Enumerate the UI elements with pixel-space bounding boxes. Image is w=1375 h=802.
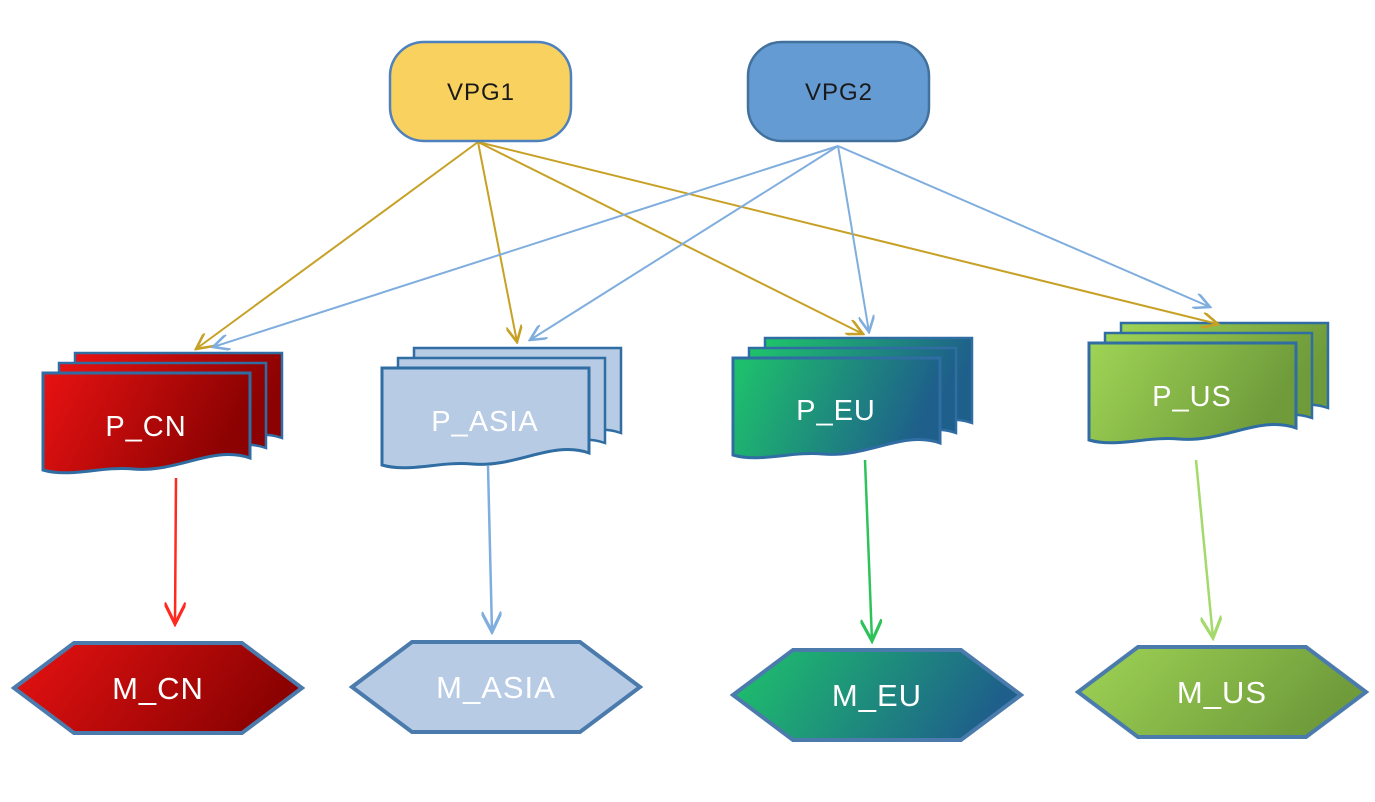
arrow-p-cn-m-cn	[175, 477, 176, 624]
p-cn-label: P_CN	[105, 411, 186, 443]
m-us-label: M_US	[1177, 675, 1267, 710]
vpg1-node: VPG1	[388, 40, 573, 143]
m-asia-label: M_ASIA	[436, 670, 556, 705]
edge-vpg2-p-eu	[837, 145, 869, 332]
p-eu-label: P_EU	[796, 395, 876, 427]
edge-vpg1-p-eu	[477, 141, 863, 334]
m-cn-label: M_CN	[112, 671, 204, 706]
vpg1-label: VPG1	[447, 79, 515, 106]
edge-vpg2-p-us	[837, 145, 1210, 307]
edge-vpg1-p-asia	[477, 141, 517, 342]
p-asia-label: P_ASIA	[431, 406, 539, 438]
p-asia-stack: P_ASIA	[380, 346, 623, 470]
m-us-hexagon: M_US	[1076, 645, 1368, 739]
edge-vpg1-p-us	[477, 141, 1218, 324]
m-eu-label: M_EU	[832, 678, 922, 713]
p-us-stack: P_US	[1087, 321, 1330, 445]
arrow-p-us-m-us	[1194, 459, 1213, 638]
vpg2-node: VPG2	[746, 40, 931, 143]
edge-layer	[196, 141, 1218, 349]
p-eu-stack: P_EU	[731, 336, 974, 460]
arrow-p-asia-m-asia	[488, 465, 492, 632]
p-us-label: P_US	[1152, 381, 1232, 413]
vpg1-shape	[388, 40, 573, 143]
edge-vpg1-p-cn	[196, 141, 479, 349]
m-eu-hexagon: M_EU	[731, 648, 1023, 742]
m-asia-hexagon: M_ASIA	[350, 640, 642, 734]
p-cn-stack: P_CN	[41, 351, 284, 475]
edge-vpg2-p-asia	[530, 145, 839, 340]
arrow-p-eu-m-eu	[865, 459, 872, 641]
pool-market-arrow-layer	[175, 459, 1213, 641]
m-cn-hexagon: M_CN	[12, 641, 304, 735]
vpg2-label: VPG2	[805, 79, 873, 106]
edge-vpg2-p-cn	[213, 145, 839, 347]
vpg2-shape	[746, 40, 931, 143]
